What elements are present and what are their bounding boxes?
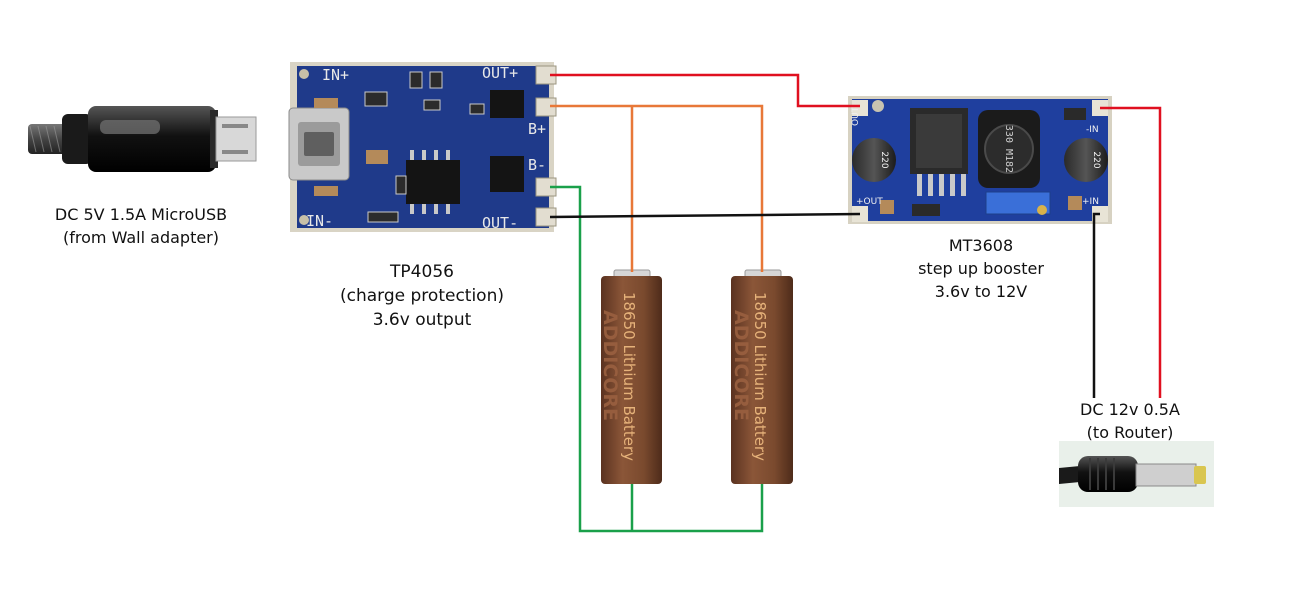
- mt3608-pin-out-plus: +OUT: [856, 197, 883, 207]
- mt3608-trimpot: [985, 191, 1051, 215]
- tp4056-protection-ic: [490, 90, 524, 118]
- microusb-label: DC 5V 1.5A MicroUSB (from Wall adapter): [46, 203, 236, 249]
- mt3608-pad-out-minus: [852, 100, 868, 116]
- mt3608-input-capacitor: 220: [1064, 138, 1108, 182]
- svg-text:330 M182: 330 M182: [1003, 125, 1014, 173]
- dc-jack-label-line1: DC 12v 0.5A: [1080, 400, 1180, 419]
- wire-black-out-minus: [549, 212, 861, 219]
- dc-jack-body: [1078, 456, 1138, 492]
- tp4056-pin-in-plus: IN+: [322, 66, 349, 84]
- battery-2: 18650 Lithium Battery ADDICORE: [730, 269, 793, 484]
- tp4056-label: TP4056 (charge protection) 3.6v output: [322, 260, 522, 332]
- mt3608-board: 220 220 330 M182 OUT- +OUT -IN +IN: [848, 96, 1112, 224]
- mt3608-desc-line2: 3.6v to 12V: [934, 282, 1028, 301]
- tp4056-name: TP4056: [390, 262, 454, 282]
- wire-red-jack: [1100, 106, 1162, 398]
- battery-2-body: [731, 276, 793, 484]
- tp4056-pin-b-minus: B-: [528, 156, 546, 174]
- svg-text:220: 220: [879, 151, 889, 168]
- microusb-cable: [28, 106, 257, 172]
- mt3608-pin-out-minus: OUT-: [851, 104, 861, 126]
- tp4056-board: IN+ IN- OUT+ B+ B- OUT-: [288, 62, 557, 232]
- battery-1-brand: ADDICORE: [599, 310, 621, 421]
- dc-barrel-jack: [1059, 441, 1214, 507]
- mt3608-inductor: 330 M182: [978, 110, 1040, 188]
- battery-1-body: [601, 276, 662, 484]
- tp4056-mosfet: [490, 156, 524, 192]
- battery-1: 18650 Lithium Battery ADDICORE: [599, 269, 662, 484]
- usb-plug-body: [88, 106, 216, 172]
- mt3608-output-capacitor: 220: [852, 138, 896, 182]
- battery-2-brand: ADDICORE: [730, 310, 752, 421]
- tp4056-pin-out-plus: OUT+: [482, 64, 518, 82]
- mt3608-pin-in-minus: -IN: [1086, 125, 1099, 135]
- microusb-label-line2: (from Wall adapter): [63, 228, 219, 247]
- dc-jack-barrel: [1135, 463, 1197, 487]
- svg-text:220: 220: [1091, 151, 1101, 168]
- mt3608-label: MT3608 step up booster 3.6v to 12V: [896, 234, 1066, 303]
- tp4056-desc-line1: (charge protection): [340, 286, 504, 306]
- wire-black-jack: [1092, 212, 1100, 398]
- tp4056-pin-b-plus: B+: [528, 120, 546, 138]
- usb-metal-connector: [215, 116, 257, 162]
- tp4056-desc-line2: 3.6v output: [372, 310, 472, 330]
- tp4056-charger-ic: [406, 160, 460, 204]
- tp4056-pin-out-minus: OUT-: [482, 214, 518, 232]
- mt3608-desc-line1: step up booster: [918, 259, 1044, 278]
- battery-2-label: 18650 Lithium Battery: [751, 292, 769, 461]
- microusb-label-line1: DC 5V 1.5A MicroUSB: [54, 205, 228, 224]
- battery-1-label: 18650 Lithium Battery: [620, 292, 638, 461]
- dc-jack-label-line2: (to Router): [1086, 423, 1174, 442]
- mt3608-pin-in-plus: +IN: [1082, 197, 1099, 207]
- wire-green-b-minus: [550, 185, 764, 533]
- wire-red-out-plus: [550, 73, 860, 108]
- wire-orange-b-plus: [550, 104, 764, 272]
- tp4056-pin-in-minus: IN-: [306, 212, 333, 230]
- dc-jack-label: DC 12v 0.5A (to Router): [1060, 398, 1200, 444]
- mt3608-name: MT3608: [948, 236, 1014, 255]
